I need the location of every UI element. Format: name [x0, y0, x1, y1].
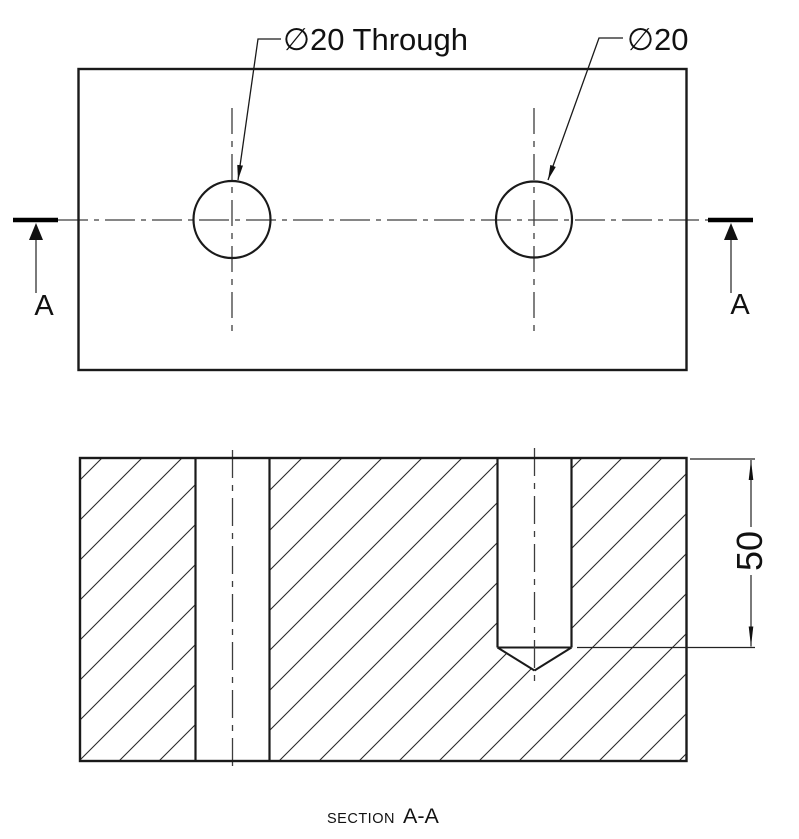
- section-caption: SECTION A-A: [327, 804, 440, 828]
- section-outline: [78, 456, 688, 763]
- depth-dimension: 50: [577, 458, 770, 649]
- drill-point-left-edge: [496, 646, 536, 672]
- section-caption-title: A-A: [403, 804, 440, 828]
- section-cut-left: A: [13, 217, 58, 322]
- plate-outline: [77, 67, 688, 372]
- right-callout-leader-line: [547, 37, 623, 181]
- cut-arrowhead-right-icon: [724, 223, 738, 240]
- left-hole-circle: [192, 179, 272, 260]
- depth-dimension-text: 50: [729, 531, 770, 571]
- hatched-section-body: [80, 458, 687, 761]
- right-hole-circle: [494, 180, 574, 259]
- section-view: 50 SECTION A-A: [78, 448, 770, 828]
- cut-arrowhead-left-icon: [29, 223, 43, 240]
- cut-label-left: A: [34, 290, 54, 322]
- drill-point-right-edge: [533, 646, 573, 672]
- right-hole-callout: ∅20: [627, 22, 689, 57]
- cut-label-right: A: [730, 289, 750, 321]
- section-caption-prefix: SECTION: [327, 811, 395, 827]
- left-hole-callout: ∅20 Through: [283, 22, 468, 57]
- section-cut-right: A: [708, 217, 753, 321]
- left-callout-leader-line: [237, 38, 281, 181]
- top-view: ∅20 Through ∅20 A A: [13, 22, 753, 372]
